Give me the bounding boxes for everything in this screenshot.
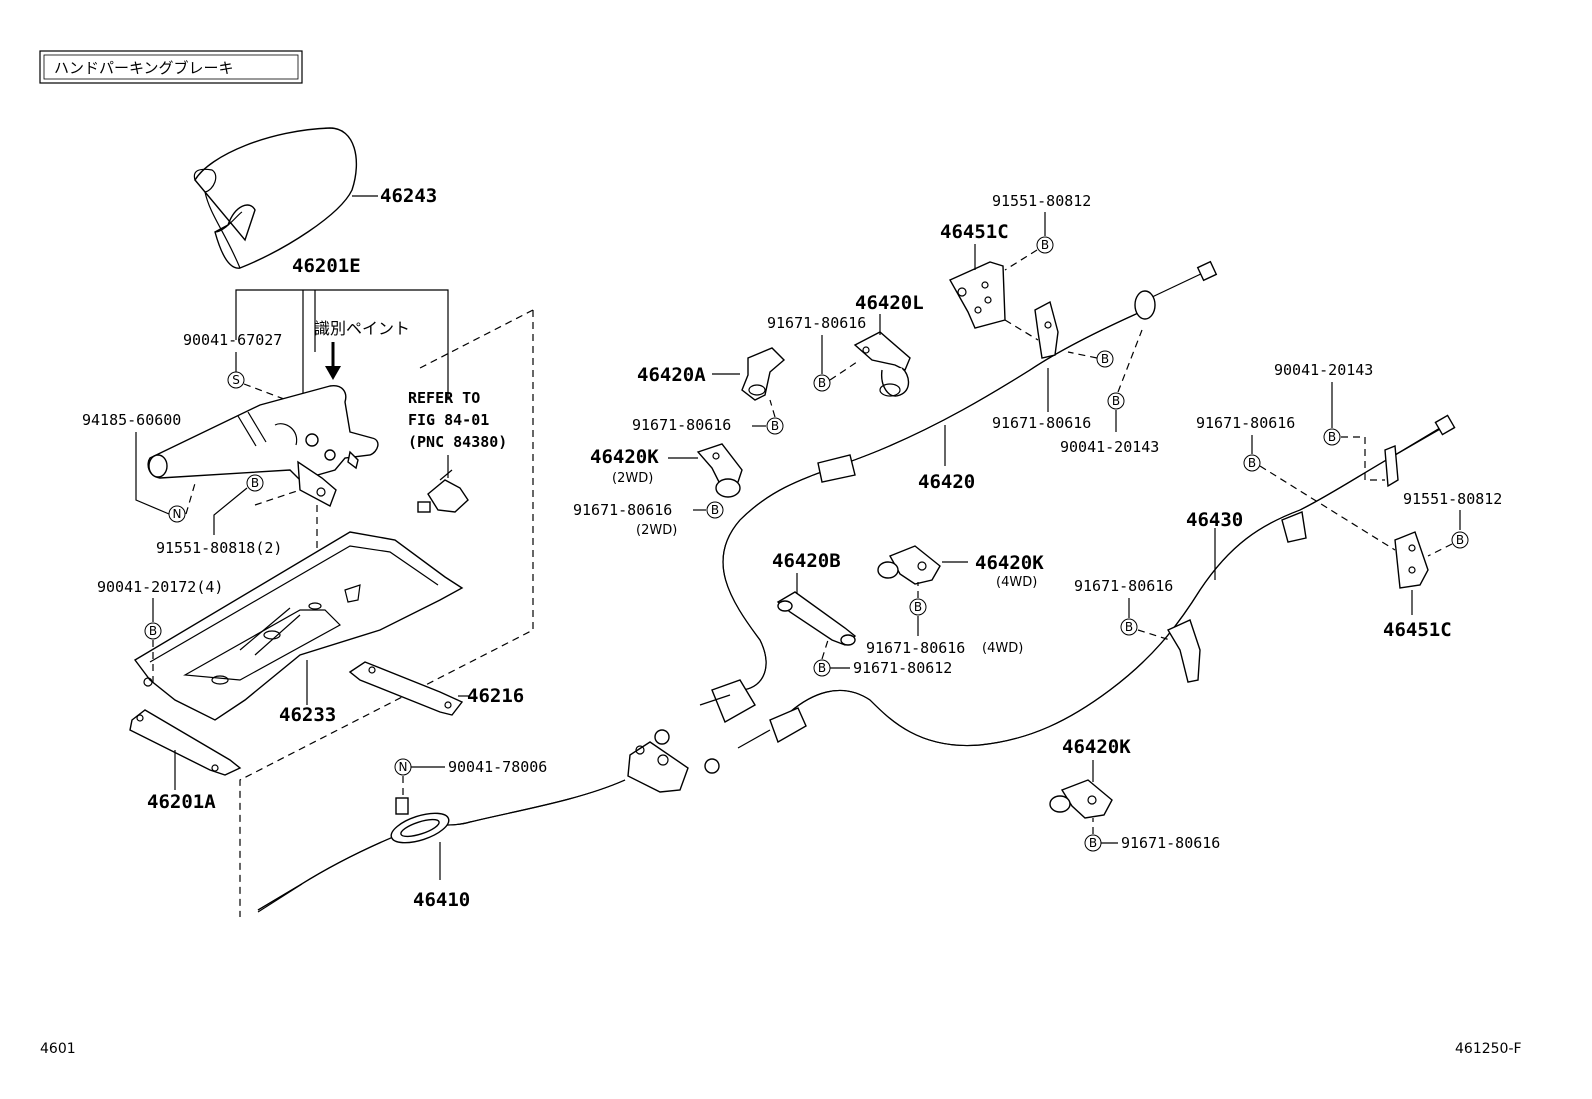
label-46420K-bottom: 46420K xyxy=(1062,736,1131,758)
svg-text:B: B xyxy=(818,376,826,390)
symbol-b-icon xyxy=(1107,392,1125,410)
label-90041-78006: 90041-78006 xyxy=(448,758,547,776)
label-46420K-2wd: 46420K xyxy=(590,446,659,468)
label-90041-20143-b: 90041-20143 xyxy=(1274,361,1373,379)
footer-left: 4601 xyxy=(40,1041,76,1057)
label-46201E: 46201E xyxy=(292,255,361,277)
label-46430: 46430 xyxy=(1186,509,1243,531)
symbol-b-icon xyxy=(1096,350,1114,368)
label-91671-80616-c: 91671-80616 xyxy=(992,414,1091,432)
symbol-b-icon xyxy=(144,622,162,640)
label-46420: 46420 xyxy=(918,471,975,493)
label-46243: 46243 xyxy=(380,185,437,207)
label-90041-20172: 90041-20172(4) xyxy=(97,578,223,596)
symbol-b-icon xyxy=(246,474,264,492)
clamp-46420K-4wd xyxy=(877,545,941,585)
label-2wd-b: (2WD) xyxy=(636,523,677,538)
label-46420B: 46420B xyxy=(772,550,841,572)
label-46410: 46410 xyxy=(413,889,470,911)
label-46216: 46216 xyxy=(467,685,524,707)
svg-text:B: B xyxy=(771,419,779,433)
symbol-s-icon xyxy=(227,371,245,389)
label-46233: 46233 xyxy=(279,704,336,726)
symbol-b-icon xyxy=(1243,454,1261,472)
label-91671-80616-a: 91671-80616 xyxy=(632,416,731,434)
symbol-b-icon xyxy=(909,598,927,616)
symbol-b-icon xyxy=(1036,236,1054,254)
rear-cable-46420 xyxy=(654,260,1218,745)
svg-text:B: B xyxy=(149,624,157,638)
refer-line-2: FIG 84-01 xyxy=(408,411,489,429)
label-46451C-top: 46451C xyxy=(940,221,1009,243)
label-91671-80612: 91671-80612 xyxy=(853,659,952,677)
label-91671-80616-2wd: 91671-80616 xyxy=(573,501,672,519)
label-46201A: 46201A xyxy=(147,791,216,813)
label-90041-67027: 90041-67027 xyxy=(183,331,282,349)
label-91671-80616-d: 91671-80616 xyxy=(1196,414,1295,432)
symbol-b-icon xyxy=(1451,531,1469,549)
svg-text:B: B xyxy=(1089,836,1097,850)
symbol-b-icon xyxy=(1323,428,1341,446)
symbol-b-icon xyxy=(1120,618,1138,636)
bracket-46420B xyxy=(776,591,857,646)
svg-text:B: B xyxy=(711,503,719,517)
label-46420K-4wd: 46420K xyxy=(975,552,1044,574)
label-90041-20143-a: 90041-20143 xyxy=(1060,438,1159,456)
refer-line-1: REFER TO xyxy=(408,389,480,407)
svg-text:N: N xyxy=(399,760,408,774)
clamp-46420A xyxy=(741,347,786,401)
symbol-b-icon xyxy=(766,417,784,435)
label-91671-80616-b: 91671-80616 xyxy=(767,314,866,332)
svg-text:N: N xyxy=(173,507,182,521)
front-cable-46410 xyxy=(257,741,689,913)
rear-cable-46430 xyxy=(704,414,1456,774)
footer-right: 461250-F xyxy=(1455,1041,1522,1057)
bracket-46451C-top xyxy=(949,261,1006,329)
clamp-46420K-2wd xyxy=(696,443,743,498)
bracket-46451C-right xyxy=(1394,531,1429,589)
grip-cover-46243 xyxy=(193,127,358,269)
refer-line-3: (PNC 84380) xyxy=(408,433,507,451)
svg-text:B: B xyxy=(1328,430,1336,444)
label-4wd-a: (4WD) xyxy=(996,575,1037,590)
svg-text:B: B xyxy=(1125,620,1133,634)
plate-46201A xyxy=(129,709,242,776)
title-box xyxy=(39,50,303,84)
label-91671-80616-e: 91671-80616 xyxy=(1074,577,1173,595)
label-94185-60600: 94185-60600 xyxy=(82,411,181,429)
svg-text:B: B xyxy=(1101,352,1109,366)
clamp-46420K-bottom xyxy=(1049,779,1113,819)
label-46420L: 46420L xyxy=(855,292,924,314)
clamp-46420L xyxy=(853,331,911,397)
parking-brake-lever xyxy=(147,385,379,507)
label-2wd-a: (2WD) xyxy=(612,471,653,486)
label-91551-80818: 91551-80818(2) xyxy=(156,539,282,557)
svg-text:S: S xyxy=(232,373,240,387)
plate-46216 xyxy=(348,661,464,716)
svg-text:B: B xyxy=(251,476,259,490)
label-46451C-right: 46451C xyxy=(1383,619,1452,641)
svg-text:B: B xyxy=(818,661,826,675)
label-91671-80616-4wd: 91671-80616 xyxy=(866,639,965,657)
symbol-b-icon xyxy=(706,501,724,519)
symbol-n-icon xyxy=(168,505,186,523)
cable-hanger-left xyxy=(1034,300,1059,359)
label-91551-80812-right: 91551-80812 xyxy=(1403,490,1502,508)
label-46420A: 46420A xyxy=(637,364,706,386)
svg-text:B: B xyxy=(1248,456,1256,470)
symbol-b-icon xyxy=(813,374,831,392)
label-91671-80616-f: 91671-80616 xyxy=(1121,834,1220,852)
mount-plate-46233 xyxy=(133,531,464,721)
svg-text:B: B xyxy=(1041,238,1049,252)
label-91551-80812-top: 91551-80812 xyxy=(992,192,1091,210)
page-title: ハンドパーキングブレーキ xyxy=(54,59,234,77)
label-4wd-b: (4WD) xyxy=(982,641,1023,656)
svg-text:B: B xyxy=(1112,394,1120,408)
clip-refer xyxy=(417,469,469,513)
svg-text:B: B xyxy=(914,600,922,614)
svg-text:B: B xyxy=(1456,533,1464,547)
paint-note: 識別ペイント xyxy=(314,319,410,338)
